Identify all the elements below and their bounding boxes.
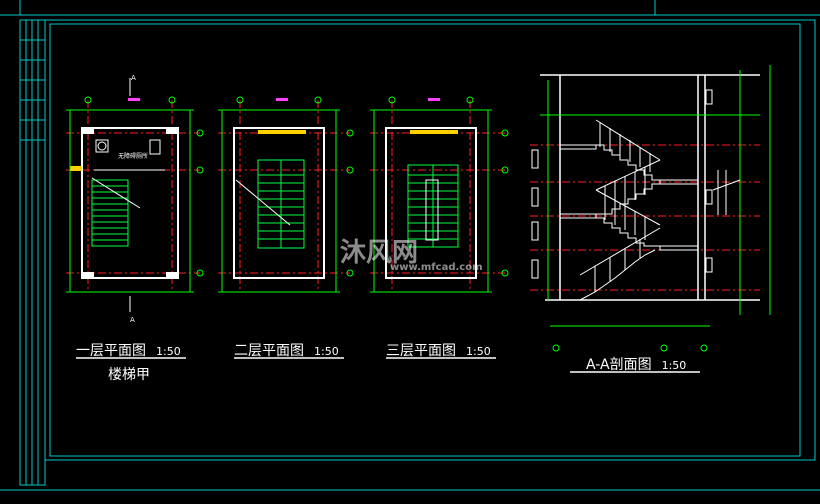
section-mark-top: A <box>131 74 136 82</box>
floor-plan-3 <box>370 96 509 293</box>
plan2-title: 二层平面图 1:50 <box>234 340 339 360</box>
section-aa <box>530 65 771 352</box>
section-title-scale: 1:50 <box>661 359 687 372</box>
title-underlines <box>76 357 700 373</box>
plan1-title: 一层平面图 1:50 <box>76 340 181 360</box>
watermark-url: www.mfcad.com <box>390 262 483 273</box>
plan2-title-name: 二层平面图 <box>234 343 304 359</box>
left-title-strip <box>19 19 46 486</box>
plan2-title-scale: 1:50 <box>314 345 339 358</box>
watermark-logo: 沐风网 <box>340 232 418 269</box>
plan3-title: 三层平面图 1:50 <box>386 340 491 360</box>
section-title-name: A-A剖面图 <box>586 357 652 373</box>
section-mark-bottom: A <box>130 316 135 324</box>
floor-plan-1: 无障碍厕所 A A <box>66 74 204 324</box>
plan1-room-label: 无障碍厕所 <box>118 152 148 160</box>
plan1-title-name: 一层平面图 <box>76 343 146 359</box>
floor-plan-2 <box>218 96 354 293</box>
watermark-brand: 沐风网 <box>340 238 419 268</box>
section-title: A-A剖面图 1:50 <box>586 354 686 374</box>
plan3-title-scale: 1:50 <box>466 345 491 358</box>
drawing-frame <box>0 0 820 491</box>
plan1-subtitle: 楼梯甲 <box>108 367 150 383</box>
plan1-title-scale: 1:50 <box>156 345 181 358</box>
plan3-title-name: 三层平面图 <box>386 343 456 359</box>
